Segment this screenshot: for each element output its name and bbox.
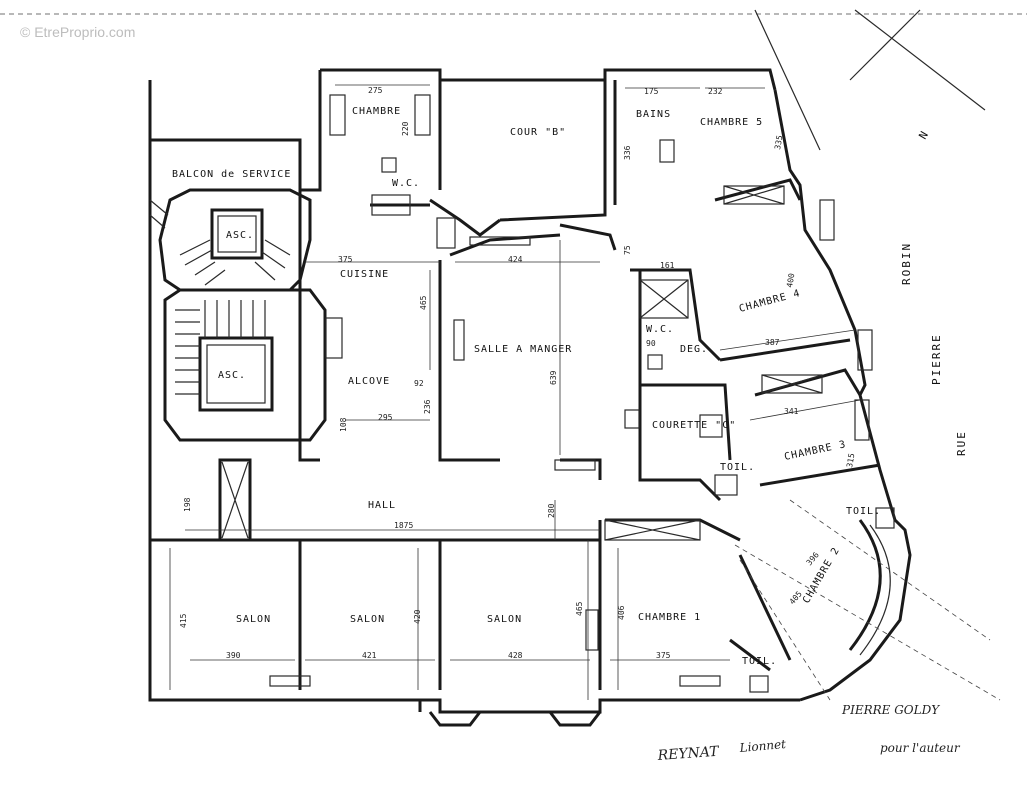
dimension-label: 220 (401, 121, 410, 136)
room-label-salon-3: SALON (487, 614, 522, 625)
room-label-chambre-3: CHAMBRE 3 (783, 439, 847, 463)
watermark: © EtreProprio.com (20, 24, 136, 40)
room-label-cuisine: CUISINE (340, 269, 389, 280)
room-label-wc-top: W.C. (392, 178, 420, 189)
dimension-label: 232 (708, 87, 723, 96)
dimension-label: 421 (362, 651, 377, 660)
dimension-label: 90 (646, 339, 656, 348)
room-label-bains: BAINS (636, 109, 671, 120)
room-label-salon-2: SALON (350, 614, 385, 625)
dimension-label: 420 (413, 609, 422, 624)
dimension-label: 75 (623, 245, 632, 255)
dimension-label: 375 (338, 255, 353, 264)
dimension-label: 375 (656, 651, 671, 660)
room-label-asc-top: ASC. (226, 230, 254, 241)
room-label-cour-b: COUR "B" (510, 127, 566, 138)
street-label-robin: ROBIN (900, 242, 913, 285)
dimension-label: 396 (805, 550, 821, 567)
room-label-balcon-service: BALCON de SERVICE (172, 169, 291, 180)
dimension-label: 335 (773, 134, 784, 150)
signature-owner-1: REYNAT (656, 744, 721, 764)
dimension-labels: 275 220 175 232 336 335 375 424 75 161 4… (179, 86, 857, 660)
room-label-chambre-4: CHAMBRE 4 (738, 288, 802, 315)
dimension-label: 415 (179, 613, 188, 628)
fixtures (269, 94, 895, 693)
street-labels: ROBIN PIERRE RUE N (900, 128, 968, 456)
interior-walls (150, 80, 881, 690)
dimension-label: 108 (339, 417, 348, 432)
dimension-label: 390 (226, 651, 241, 660)
room-label-hall: HALL (368, 500, 396, 511)
dimension-label: 428 (508, 651, 523, 660)
room-label-chambre-top: CHAMBRE (352, 106, 401, 117)
dimension-label: 198 (183, 497, 192, 512)
room-label-courette-c: COURETTE "C" (652, 420, 736, 431)
dimension-label: 315 (845, 452, 856, 468)
dimension-lines (169, 9, 1001, 701)
room-label-alcove: ALCOVE (348, 376, 390, 387)
dimension-label: 275 (368, 86, 383, 95)
dimension-label: 406 (617, 605, 626, 620)
dimension-label: 280 (547, 503, 556, 518)
dimension-label: 639 (549, 370, 558, 385)
dimension-label: 465 (575, 601, 584, 616)
room-label-deg: DEG. (680, 344, 708, 355)
room-label-salon-1: SALON (236, 614, 271, 625)
dimension-label: 236 (423, 399, 432, 414)
room-label-toil-1: TOIL. (720, 462, 755, 473)
dimension-label: 175 (644, 87, 659, 96)
dimension-label: 405 (788, 589, 804, 606)
dimension-label: 161 (660, 261, 675, 270)
dimension-label: 387 (765, 338, 780, 347)
dimension-label: 465 (419, 295, 428, 310)
dimension-label: 400 (785, 272, 796, 288)
street-label-pierre: PIERRE (930, 333, 943, 385)
room-label-chambre-5: CHAMBRE 5 (700, 117, 763, 128)
room-label-toil-2: TOIL. (846, 506, 881, 517)
room-label-wc-mid: W.C. (646, 324, 674, 335)
signature-owner-2: Lionnet (738, 737, 787, 755)
signatures: PIERRE GOLDY REYNAT Lionnet pour l'auteu… (656, 703, 961, 764)
dimension-label: 295 (378, 413, 393, 422)
stair-core (149, 188, 327, 542)
room-label-asc-main: ASC. (218, 370, 246, 381)
room-label-toil-3: TOIL. (742, 656, 777, 667)
signature-architect: PIERRE GOLDY (841, 703, 940, 717)
dimension-label: 92 (414, 379, 424, 388)
north-arrow-label: N (916, 128, 932, 142)
room-label-chambre-1: CHAMBRE 1 (638, 612, 701, 623)
room-label-salle-a-manger: SALLE A MANGER (474, 344, 572, 355)
dimension-label: 336 (623, 145, 632, 160)
signature-owner-3: pour l'auteur (880, 741, 961, 755)
dimension-label: 424 (508, 255, 523, 264)
room-label-chambre-2: CHAMBRE 2 (801, 545, 842, 605)
exterior-walls (148, 68, 912, 727)
dimension-label: 1875 (394, 521, 413, 530)
bay-window (848, 519, 891, 656)
dimension-label: 341 (784, 407, 799, 416)
street-label-rue: RUE (955, 430, 968, 456)
